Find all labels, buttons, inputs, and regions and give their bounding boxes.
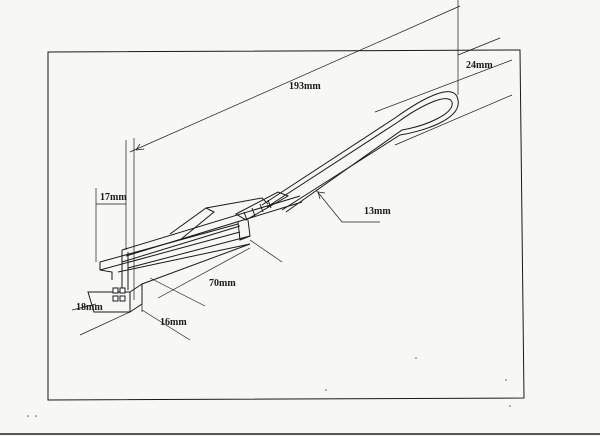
frame-border bbox=[47, 49, 525, 401]
dim-base-depth: 18mm bbox=[76, 302, 103, 313]
dim-overall-length: 193mm bbox=[289, 81, 321, 92]
dim-base-length: 70mm bbox=[209, 278, 236, 289]
dimension-lines bbox=[71, 0, 513, 341]
dim-loop-width: 24mm bbox=[466, 60, 493, 71]
dim-base-width: 16mm bbox=[160, 317, 187, 328]
wire-loop bbox=[261, 91, 459, 213]
clamp-body bbox=[87, 191, 303, 313]
scan-speckles bbox=[27, 357, 511, 417]
dim-wire-offset: 13mm bbox=[364, 206, 391, 217]
dim-upright-height: 17mm bbox=[100, 192, 127, 203]
